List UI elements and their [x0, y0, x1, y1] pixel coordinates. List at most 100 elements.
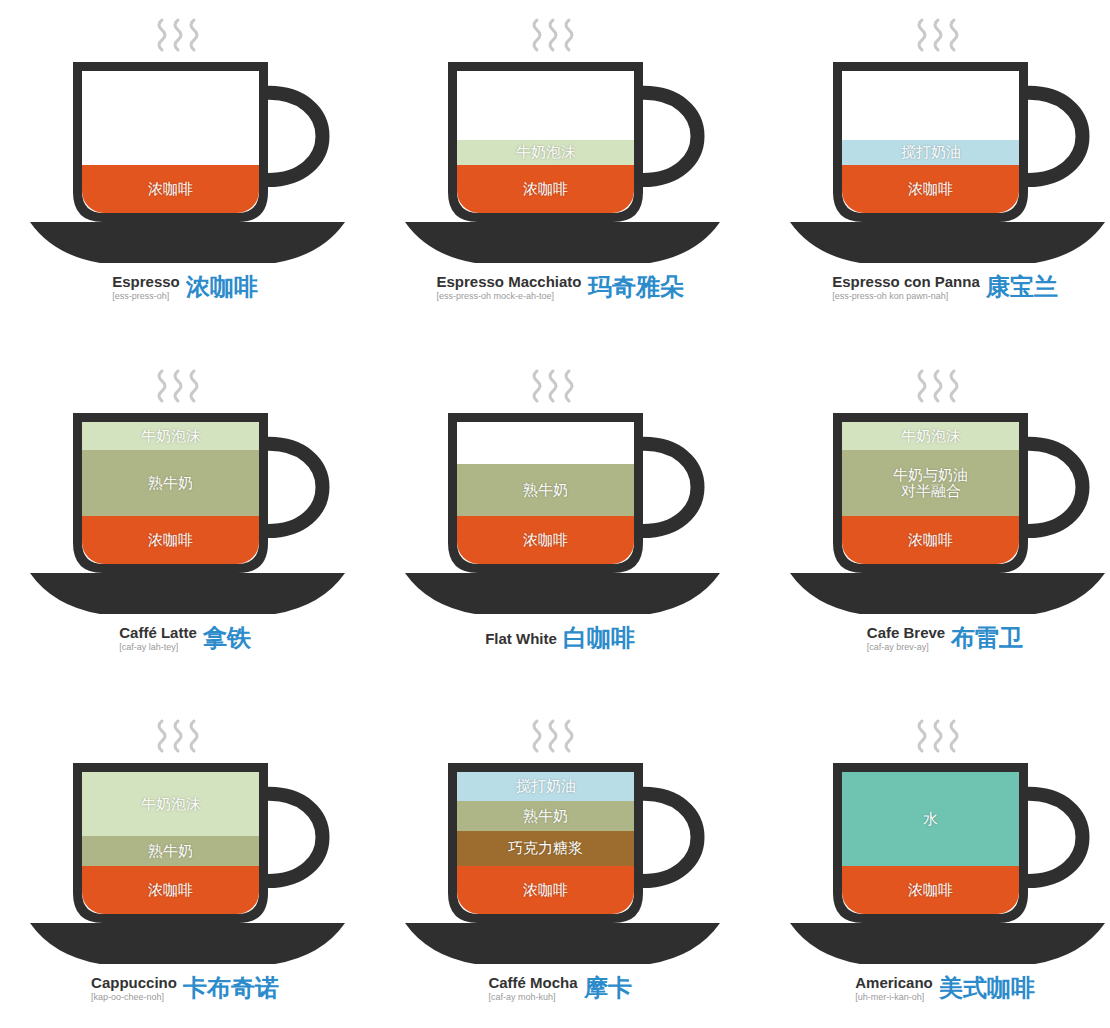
coffee-cup: 牛奶泡沫熟牛奶浓咖啡 Caffé Latte[caf-ay lah-tey]拿铁 — [20, 356, 370, 676]
saucer — [790, 222, 1105, 263]
steam-wisp — [566, 20, 572, 50]
coffee-layer: 熟牛奶 — [457, 801, 634, 831]
steam-wisp — [550, 20, 556, 50]
caption-english: Caffé Mocha[caf-ay moh-kuh] — [488, 974, 577, 1002]
layer-label: 牛奶泡沫 — [901, 428, 961, 445]
chinese-name: 康宝兰 — [986, 271, 1058, 303]
layer-label: 浓咖啡 — [908, 181, 953, 198]
coffee-layer: 熟牛奶 — [82, 836, 259, 866]
coffee-cup: 水浓咖啡Americano[uh-mer-i-kan-oh]美式咖啡 — [780, 706, 1110, 1026]
coffee-layer: 浓咖啡 — [82, 866, 259, 914]
chinese-name: 美式咖啡 — [939, 972, 1035, 1004]
pronunciation: [kap-oo-chee-noh] — [91, 992, 164, 1002]
coffee-layer: 牛奶泡沫 — [457, 140, 634, 165]
steam-wisp — [191, 371, 197, 401]
steam-wisp — [951, 721, 957, 751]
cup-caption: Americano[uh-mer-i-kan-oh]美式咖啡 — [780, 972, 1110, 1004]
chinese-name: 白咖啡 — [563, 622, 635, 654]
cup-handle — [264, 794, 323, 881]
layer-label: 浓咖啡 — [148, 532, 193, 549]
cup-interior — [82, 772, 259, 914]
steam-wisp — [191, 721, 197, 751]
cup-caption: Espresso Macchiato[ess-press-oh mock-e-a… — [395, 271, 725, 303]
caption-english: Espresso con Panna[ess-press-oh kon pawn… — [832, 273, 980, 301]
drink-name: Cafe Breve — [867, 624, 945, 641]
cup-interior — [82, 71, 259, 213]
cup-handle — [639, 93, 698, 180]
layer-label: 浓咖啡 — [523, 532, 568, 549]
coffee-layer: 牛奶与奶油 对半融合 — [842, 450, 1019, 516]
steam-wisp — [550, 721, 556, 751]
cup-interior — [457, 71, 634, 213]
saucer — [790, 573, 1105, 614]
pronunciation: [caf-ay moh-kuh] — [488, 992, 555, 1002]
saucer — [405, 222, 720, 263]
chinese-name: 布雷卫 — [951, 622, 1023, 654]
steam-wisp — [935, 371, 941, 401]
layer-label: 浓咖啡 — [523, 181, 568, 198]
chinese-name: 卡布奇诺 — [183, 972, 279, 1004]
steam-wisp — [159, 20, 165, 50]
drink-name: Espresso Macchiato — [436, 273, 581, 290]
steam-wisp — [191, 20, 197, 50]
chinese-name: 浓咖啡 — [186, 271, 258, 303]
cup-handle — [264, 444, 323, 531]
coffee-cup: 熟牛奶浓咖啡 Flat White白咖啡 — [395, 356, 745, 676]
layer-label: 巧克力糖浆 — [508, 840, 583, 857]
cup-caption: Caffé Mocha[caf-ay moh-kuh]摩卡 — [395, 972, 725, 1004]
coffee-cup: 搅打奶油浓咖啡 Espresso con Panna[ess-press-oh k… — [780, 5, 1110, 325]
layer-label: 水 — [923, 811, 938, 828]
caption-english: Espresso[ess-press-oh] — [112, 273, 180, 301]
coffee-layer: 牛奶泡沫 — [82, 772, 259, 836]
cup-caption: Cappuccino[kap-oo-chee-noh]卡布奇诺 — [20, 972, 350, 1004]
layer-label: 熟牛奶 — [523, 808, 568, 825]
layer-label: 牛奶泡沫 — [516, 144, 576, 161]
saucer — [30, 923, 345, 964]
coffee-layer: 牛奶泡沫 — [82, 422, 259, 450]
caption-english: Caffé Latte[caf-ay lah-tey] — [119, 624, 197, 652]
layer-label: 搅打奶油 — [901, 144, 961, 161]
pronunciation: [ess-press-oh mock-e-ah-toe] — [436, 291, 554, 301]
steam-wisp — [566, 721, 572, 751]
cup-interior — [457, 772, 634, 914]
coffee-cup: 牛奶泡沫牛奶与奶油 对半融合浓咖啡Cafe Breve[caf-ay brev-… — [780, 356, 1110, 676]
cup-caption: Cafe Breve[caf-ay brev-ay]布雷卫 — [780, 622, 1110, 654]
coffee-cup: 牛奶泡沫浓咖啡 Espresso Macchiato[ess-press-oh m… — [395, 5, 745, 325]
cup-body — [448, 763, 643, 923]
chinese-name: 玛奇雅朵 — [588, 271, 684, 303]
steam-wisp — [175, 371, 181, 401]
steam-wisp — [919, 721, 925, 751]
cup-caption: Flat White白咖啡 — [395, 622, 725, 654]
layer-label: 熟牛奶 — [523, 482, 568, 499]
cup-caption: Caffé Latte[caf-ay lah-tey]拿铁 — [20, 622, 350, 654]
caption-english: Cafe Breve[caf-ay brev-ay] — [867, 624, 945, 652]
layer-label: 牛奶泡沫 — [141, 428, 201, 445]
steam-wisp — [566, 371, 572, 401]
steam-wisp — [919, 371, 925, 401]
saucer — [405, 923, 720, 964]
steam-wisp — [550, 371, 556, 401]
steam-wisp — [951, 371, 957, 401]
pronunciation: [ess-press-oh] — [112, 291, 169, 301]
cup-body — [73, 413, 268, 573]
steam-wisp — [935, 721, 941, 751]
coffee-layer: 熟牛奶 — [82, 450, 259, 516]
layer-label: 浓咖啡 — [908, 882, 953, 899]
cup-illustration — [395, 5, 745, 270]
coffee-cup: 搅打奶油熟牛奶巧克力糖浆浓咖啡Caffé Mocha[caf-ay moh-ku… — [395, 706, 745, 1026]
layer-label: 熟牛奶 — [148, 843, 193, 860]
pronunciation: [uh-mer-i-kan-oh] — [855, 992, 924, 1002]
cup-caption: Espresso con Panna[ess-press-oh kon pawn… — [780, 271, 1110, 303]
coffee-cup: 牛奶泡沫熟牛奶浓咖啡Cappuccino[kap-oo-chee-noh]卡布奇… — [20, 706, 370, 1026]
coffee-layer: 巧克力糖浆 — [457, 831, 634, 866]
cup-handle — [1024, 93, 1083, 180]
cup-illustration — [780, 5, 1110, 270]
saucer — [30, 222, 345, 263]
cup-body — [73, 763, 268, 923]
cup-illustration — [20, 5, 370, 270]
cup-handle — [1024, 444, 1083, 531]
steam-wisp — [534, 20, 540, 50]
cup-handle — [264, 93, 323, 180]
steam-wisp — [534, 371, 540, 401]
cup-body — [833, 62, 1028, 222]
